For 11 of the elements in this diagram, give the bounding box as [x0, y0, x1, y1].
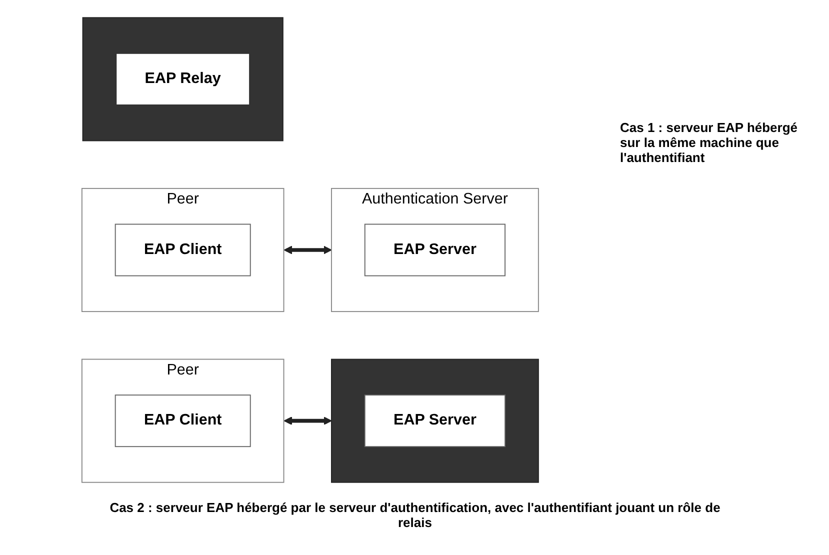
arrow [284, 416, 332, 426]
node-box: EAP Server [364, 394, 506, 448]
node-box: EAP Client [114, 224, 251, 276]
node-box: EAP Relay [116, 52, 250, 106]
node-box: EAP Client [114, 394, 251, 448]
note-text: Cas 1 : serveur EAP hébergé sur la même machine que l'authentifiant [620, 120, 799, 165]
caption: Cas 2 : serveur EAP hébergé par le serveur d'authentification, avec l'authentifiant jouant un rôle de relais [108, 500, 722, 530]
cluster [82, 17, 284, 142]
node-box: EAP Server [364, 224, 506, 276]
cluster [330, 358, 539, 483]
arrow [284, 246, 332, 254]
